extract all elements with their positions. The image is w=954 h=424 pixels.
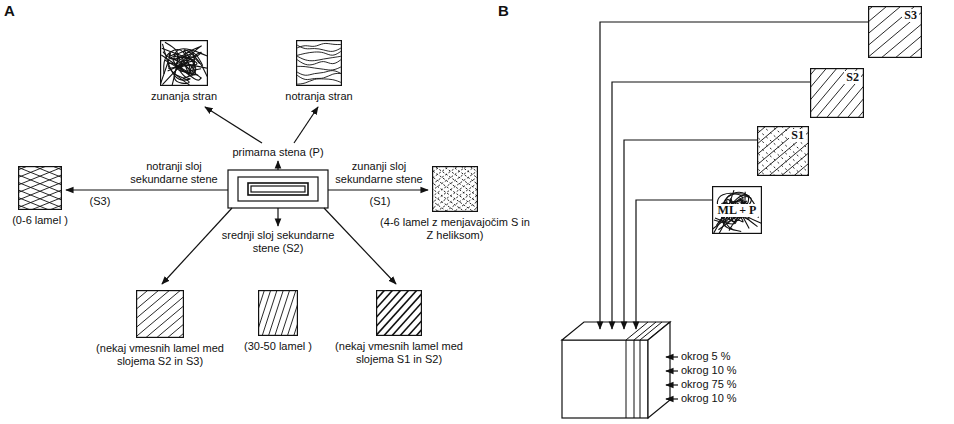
layer-label: zunanji sloj sekundarne stene [330,160,428,186]
layer-caption: zunanja stran [139,90,229,103]
layer-sample: (0-6 lamel ) [18,166,62,227]
layer-label: okrog 5 % [681,350,761,363]
lumen [251,186,305,192]
texture-square [376,290,422,336]
leader-arrow [666,398,678,399]
layer-sample: (30-50 lamel ) [258,290,298,353]
leader-arrow [666,370,678,371]
primary-wall [228,170,328,208]
leader-arrow [205,107,262,143]
layer-label: srednji sloj sekundarne stene (S2) [218,229,338,255]
panel-letter: B [498,2,518,20]
layer-sample: notranja stran [296,40,342,103]
layer-caption: (30-50 lamel ) [228,340,328,353]
leader-line [612,82,810,329]
layer-caption: notranja stran [274,90,364,103]
wall-cube [562,340,648,418]
layer-name: ML + P [716,204,759,217]
layer-sample: zunanja stran [160,40,208,103]
layer-label: primarna stena (P) [218,146,338,159]
panel-letter: A [4,2,24,20]
layer-label: (S3) [80,195,120,208]
texture-square [18,166,62,210]
layer-name: S1 [789,129,806,142]
layer-sample: S1 [757,126,809,176]
leader-arrow [277,161,278,170]
layer-label: notranji sloj sekundarne stene [124,160,224,186]
leader-arrow [666,356,678,357]
leader-arrow [666,384,678,385]
layer-caption: (nekaj vmesnih lamel med slojema S1 in S… [324,340,474,366]
texture-square [136,290,184,338]
layer-sample: S2 [810,68,864,118]
leader-arrow [328,189,428,190]
leader-arrow [294,107,318,143]
layer-label: okrog 10 % [681,392,761,405]
texture-square [432,166,478,212]
layer-sample: S3 [868,6,922,58]
layer-caption: (nekaj vmesnih lamel med slojema S2 in S… [85,342,235,368]
texture-square [296,40,342,86]
layer-label: okrog 10 % [681,364,761,377]
leader-line [600,22,868,329]
layer-label: okrog 75 % [681,378,761,391]
layer-caption: (4-6 lamel z menjavajočim S in Z helikso… [380,216,530,242]
leader-line [624,140,757,329]
leader-arrow [277,208,278,226]
inner-wall [248,183,308,195]
layer-name: S2 [844,71,861,84]
layer-sample: (4-6 lamel z menjavajočim S in Z helikso… [432,166,478,242]
texture-square [160,40,208,86]
leader-line [636,200,712,329]
texture-square [258,290,298,336]
secondary-wall [238,177,318,201]
layer-lines [626,322,662,418]
layer-sample: (nekaj vmesnih lamel med slojema S2 in S… [136,290,184,368]
wall-cube-side [648,322,670,418]
layer-label: (S1) [360,195,400,208]
leader-arrow [66,189,228,190]
layer-name: S3 [902,9,919,22]
layer-sample: (nekaj vmesnih lamel med slojema S1 in S… [376,290,422,366]
layer-sample: ML + P [712,186,762,234]
layer-caption: (0-6 lamel ) [0,214,80,227]
